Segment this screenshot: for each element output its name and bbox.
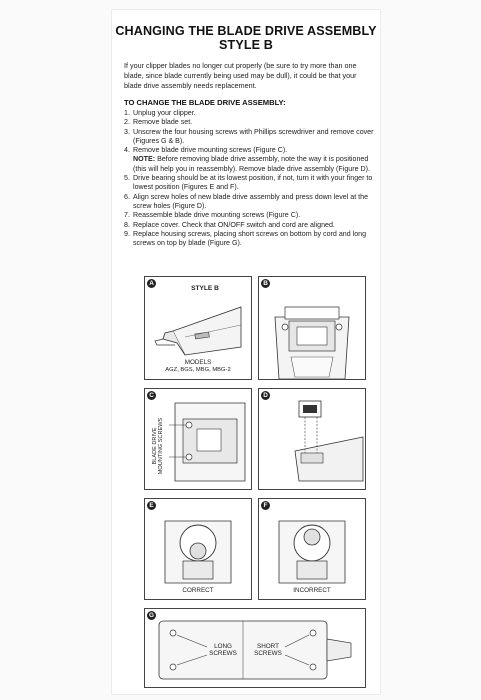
figure-g: G LONG SCREWS SHORT SCREWS bbox=[144, 608, 366, 688]
step-text: Unplug your clipper. bbox=[133, 109, 196, 117]
intro-paragraph: If your clipper blades no longer cut pro… bbox=[124, 61, 357, 90]
step-number: 7. bbox=[124, 211, 130, 220]
step-number: 6. bbox=[124, 192, 130, 201]
blade-drive-removal-illustration bbox=[294, 400, 364, 482]
blade-drive-mounting-illustration bbox=[169, 402, 246, 482]
figure-g-long-screws-label: LONG SCREWS bbox=[207, 643, 239, 657]
step-note-text: Before removing blade drive assembly, no… bbox=[133, 155, 370, 173]
drive-bearing-incorrect-illustration bbox=[278, 520, 346, 584]
figure-a-badge: A bbox=[147, 279, 156, 288]
figure-d: D bbox=[258, 388, 366, 490]
step-item: 2.Remove blade set. bbox=[124, 118, 376, 127]
step-item: 5.Drive bearing should be at its lowest … bbox=[124, 174, 376, 193]
figure-a-models-label: MODELS bbox=[184, 359, 212, 366]
step-number: 2. bbox=[124, 118, 130, 127]
figure-e-badge: E bbox=[147, 501, 156, 510]
step-item: 4.Remove blade drive mounting screws (Fi… bbox=[124, 146, 376, 174]
figure-d-badge: D bbox=[261, 391, 270, 400]
figure-b: B bbox=[258, 276, 366, 380]
figure-g-short-screws-label: SHORT SCREWS bbox=[251, 643, 285, 657]
figure-f-badge: F bbox=[261, 501, 270, 510]
figure-a-models-list: AGZ, BGS, MBG, MBG-2 bbox=[165, 367, 231, 373]
step-item: 9.Replace housing screws, placing short … bbox=[124, 230, 376, 249]
step-text: Reassemble blade drive mounting screws (… bbox=[133, 211, 301, 220]
step-item: 8.Replace cover. Check that ON/OFF switc… bbox=[124, 221, 376, 230]
step-item: 6.Align screw holes of new blade drive a… bbox=[124, 193, 376, 212]
figure-a-title: STYLE B bbox=[191, 285, 219, 292]
step-text: Drive bearing should be at its lowest po… bbox=[133, 174, 373, 192]
housing-screws-illustration bbox=[158, 620, 352, 680]
step-number: 9. bbox=[124, 229, 130, 238]
step-text: Unscrew the four housing screws with Phi… bbox=[133, 127, 374, 145]
step-item: 3.Unscrew the four housing screws with P… bbox=[124, 128, 376, 147]
drive-bearing-correct-illustration bbox=[164, 520, 232, 584]
instruction-sheet: CHANGING THE BLADE DRIVE ASSEMBLY STYLE … bbox=[112, 10, 380, 694]
clipper-side-illustration bbox=[154, 306, 242, 356]
figure-g-long-line1: LONG bbox=[214, 643, 232, 650]
figure-b-badge: B bbox=[261, 279, 270, 288]
figure-e-caption: CORRECT bbox=[182, 587, 214, 594]
step-number: 5. bbox=[124, 174, 130, 183]
figure-a: A STYLE B MODELS AGZ, BGS, MBG, MBG-2 bbox=[144, 276, 252, 380]
figure-g-long-line2: SCREWS bbox=[209, 650, 237, 657]
step-number: 3. bbox=[124, 127, 130, 136]
figure-g-short-line1: SHORT bbox=[257, 643, 279, 650]
figure-c: C BLADE DRIVE MOUNTING SCREWS bbox=[144, 388, 252, 490]
step-number: 1. bbox=[124, 109, 130, 117]
figure-g-short-line2: SCREWS bbox=[254, 650, 282, 657]
steps-heading: TO CHANGE THE BLADE DRIVE ASSEMBLY: bbox=[124, 98, 286, 107]
step-note-label: NOTE: bbox=[133, 155, 156, 164]
step-number: 8. bbox=[124, 220, 130, 229]
figure-c-badge: C bbox=[147, 391, 156, 400]
step-text: Remove blade drive mounting screws (Figu… bbox=[133, 146, 288, 155]
step-item: 1.Unplug your clipper. bbox=[124, 109, 376, 118]
figure-f-caption: INCORRECT bbox=[293, 587, 331, 594]
document-subtitle: STYLE B bbox=[219, 38, 273, 52]
steps-list: 1.Unplug your clipper.2.Remove blade set… bbox=[124, 109, 376, 248]
step-text: Replace housing screws, placing short sc… bbox=[133, 229, 367, 248]
step-text: Replace cover. Check that ON/OFF switch … bbox=[133, 220, 335, 229]
step-text: Remove blade set. bbox=[133, 118, 193, 127]
figure-g-badge: G bbox=[147, 611, 156, 620]
step-text: Align screw holes of new blade drive ass… bbox=[133, 192, 369, 210]
clipper-housing-open-illustration bbox=[274, 306, 350, 379]
figure-f: F INCORRECT bbox=[258, 498, 366, 600]
step-number: 4. bbox=[124, 146, 130, 155]
figure-e: E CORRECT bbox=[144, 498, 252, 600]
step-item: 7.Reassemble blade drive mounting screws… bbox=[124, 211, 376, 220]
document-title: CHANGING THE BLADE DRIVE ASSEMBLY bbox=[115, 24, 377, 38]
